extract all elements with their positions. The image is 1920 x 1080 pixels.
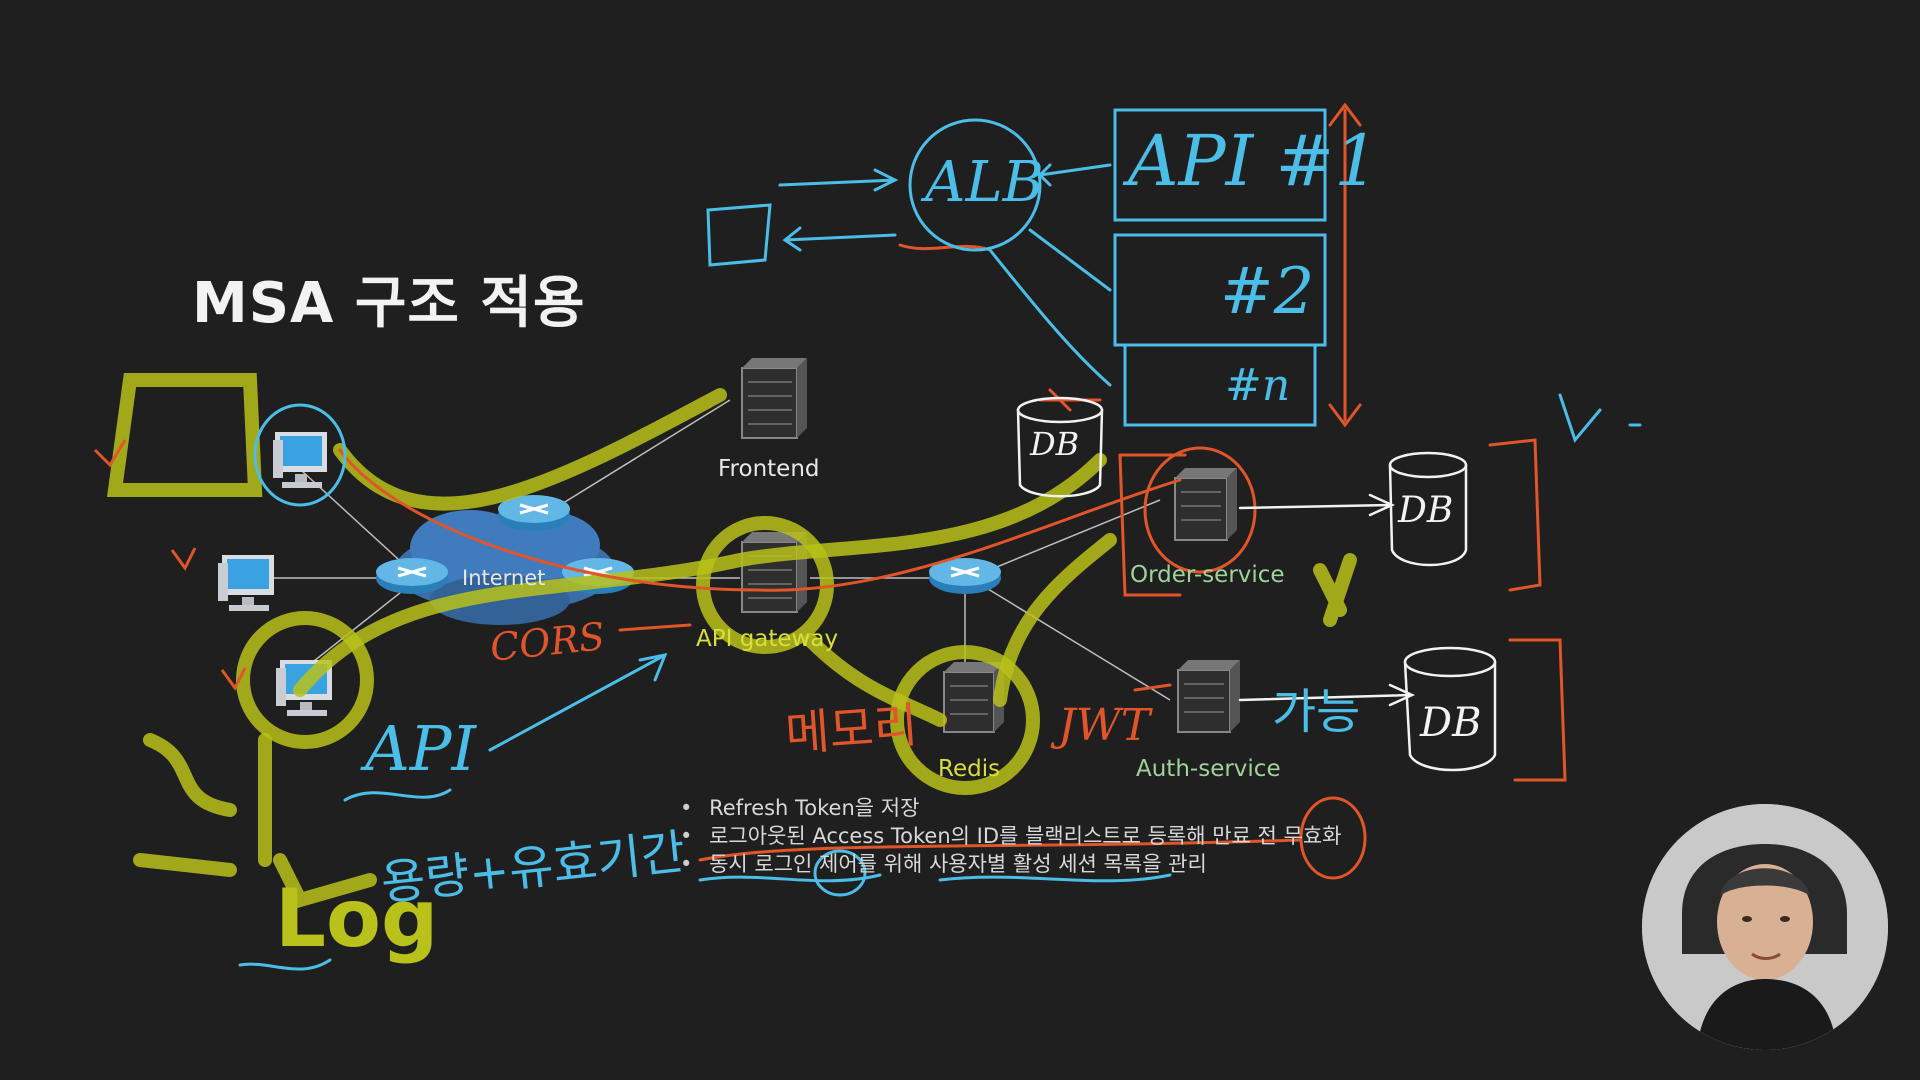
memory-annotation: 메모리 xyxy=(783,697,920,763)
blue-arrow-api xyxy=(488,652,668,752)
orange-check-marks xyxy=(93,439,247,691)
white-arrow-order-db xyxy=(1238,493,1396,517)
computer-icon xyxy=(218,555,274,611)
blue-circle-pc1 xyxy=(253,403,347,507)
database-icon xyxy=(1388,451,1468,567)
link-router2-order xyxy=(969,499,1161,579)
database-icon xyxy=(1016,396,1104,498)
orange-bracket-db1 xyxy=(1488,438,1542,592)
yellow-scribble xyxy=(133,733,237,877)
orange-bracket-db2 xyxy=(1508,638,1567,782)
yellow-circle-redis xyxy=(890,645,1040,795)
link-router-frontend xyxy=(559,399,731,506)
yellow-x-mark xyxy=(1313,553,1357,627)
blue-arrow-api2 xyxy=(1028,228,1112,292)
blue-box-api1 xyxy=(1113,108,1327,222)
internet-label: Internet xyxy=(462,566,546,590)
db-annotation-top: DB xyxy=(1030,425,1080,463)
orange-request-path xyxy=(338,448,1182,592)
blue-underline-api xyxy=(343,788,452,802)
orange-mark xyxy=(1038,388,1102,412)
api-annotation: API xyxy=(365,712,476,785)
orange-bracket-auth xyxy=(1133,683,1172,692)
available-annotation: 가능 xyxy=(1272,684,1361,740)
feature-bullet-list: Refresh Token을 저장 로그아웃된 Access Token의 ID… xyxy=(680,794,1342,878)
database-icon xyxy=(1403,646,1497,772)
orange-squiggle-alb xyxy=(898,243,992,252)
presenter-avatar xyxy=(1642,804,1888,1050)
frontend-label: Frontend xyxy=(718,456,820,482)
blue-arrow-apin xyxy=(988,248,1112,387)
computer-icon xyxy=(273,432,327,488)
bullet-item: Refresh Token을 저장 xyxy=(680,794,1342,822)
blue-circle-alb xyxy=(908,118,1042,252)
yellow-circle-gateway xyxy=(696,516,834,654)
router-icon xyxy=(929,558,1001,594)
blue-underline-log xyxy=(238,958,332,971)
apin-annotation: #n xyxy=(1225,360,1291,411)
order-service-label: Order-service xyxy=(1130,562,1285,588)
white-ink-strokes xyxy=(1016,396,1497,772)
log-annotation: Log xyxy=(275,872,439,965)
blue-ink-strokes xyxy=(238,108,1642,971)
db-annotation-order: DB xyxy=(1398,490,1454,531)
orange-circle-order xyxy=(1143,446,1257,574)
server-icon xyxy=(741,532,807,613)
server-icon xyxy=(1174,468,1237,541)
blue-box-apin xyxy=(1123,343,1317,427)
db-annotation-auth: DB xyxy=(1420,700,1482,746)
orange-scale-arrow xyxy=(1328,102,1362,428)
yellow-path-frontend xyxy=(333,388,727,511)
yellow-box-stroke xyxy=(106,373,263,497)
blue-check-mark xyxy=(1558,393,1642,444)
link-pc1-router xyxy=(289,459,411,571)
yellow-path-redis xyxy=(803,633,947,727)
yellow-path-redis-order xyxy=(993,533,1117,707)
bullet-item: 로그아웃된 Access Token의 ID를 블랙리스트로 등록해 만료 전 … xyxy=(680,822,1341,850)
server-icon xyxy=(1177,660,1240,733)
slide-title: MSA 구조 적용 xyxy=(192,271,586,336)
yellow-path-order xyxy=(293,453,1107,697)
blue-arrow-to-alb xyxy=(778,168,899,192)
auth-service-label: Auth-service xyxy=(1136,756,1281,782)
white-arrow-auth-db xyxy=(1238,683,1416,707)
link-router2-auth xyxy=(969,577,1171,701)
router-icon xyxy=(498,495,570,531)
router-icon xyxy=(376,558,448,594)
api1-annotation: API #1 xyxy=(1128,120,1379,202)
api-gateway-label: API gateway xyxy=(696,626,839,652)
blue-client-box xyxy=(706,203,772,267)
bullet-item: 동시 로그인 제어를 위해 사용자별 활성 세션 목록을 관리 xyxy=(680,850,1342,878)
blue-arrow-from-alb xyxy=(782,226,897,252)
alb-annotation: ALB xyxy=(925,150,1044,215)
api2-annotation: #2 xyxy=(1220,255,1315,329)
yellow-circle-pc3 xyxy=(236,611,374,749)
orange-arrow xyxy=(618,623,692,632)
presenter-webcam xyxy=(1642,804,1888,1050)
redis-label: Redis xyxy=(938,756,1001,782)
blue-arrow-api1 xyxy=(1037,163,1112,187)
yellow-log-bracket xyxy=(258,733,377,909)
jwt-annotation: JWT xyxy=(1058,700,1151,751)
server-icon xyxy=(741,358,807,439)
